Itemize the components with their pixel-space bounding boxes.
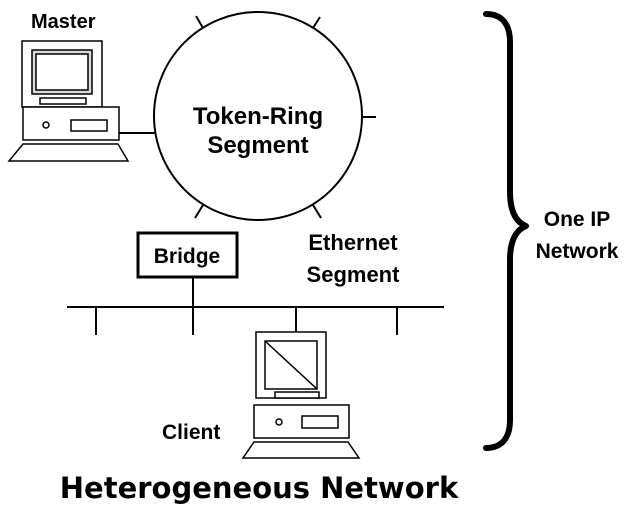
bridge-box	[136, 231, 239, 279]
ethernet-label-line1: Ethernet	[308, 230, 398, 255]
client-label: Client	[162, 421, 220, 444]
ring-stub-top-right	[312, 16, 321, 29]
ring-stub-bottom-right	[312, 204, 322, 219]
master-keyboard	[7, 143, 130, 162]
network-brace	[483, 11, 529, 451]
master-label: Master	[31, 11, 96, 33]
master-monitor-buttons	[39, 97, 87, 105]
bridge-label: Bridge	[154, 245, 221, 268]
token-ring-label-line1: Token-Ring	[193, 103, 323, 130]
master-disk-drive	[70, 119, 108, 132]
client-power-button	[275, 418, 283, 426]
diagram-title: Heterogeneous Network	[60, 471, 459, 505]
client-screen-glare	[264, 340, 318, 390]
ring-stub-top-left	[195, 15, 204, 29]
client-disk-drive	[301, 415, 339, 429]
network-label-line2: Network	[536, 240, 619, 263]
ethernet-label-line2: Segment	[307, 262, 401, 287]
client-computer	[241, 331, 361, 459]
master-computer	[7, 40, 130, 162]
master-power-button	[42, 121, 50, 129]
ethernet-bus	[67, 306, 444, 335]
client-keyboard	[241, 441, 361, 459]
ring-stubs	[194, 15, 376, 219]
ring-stub-bottom-left	[194, 204, 204, 219]
client-monitor-buttons	[274, 391, 320, 399]
master-screen-inner	[35, 53, 89, 91]
token-ring-label-line2: Segment	[207, 132, 308, 159]
network-label-line1: One IP	[544, 208, 611, 231]
